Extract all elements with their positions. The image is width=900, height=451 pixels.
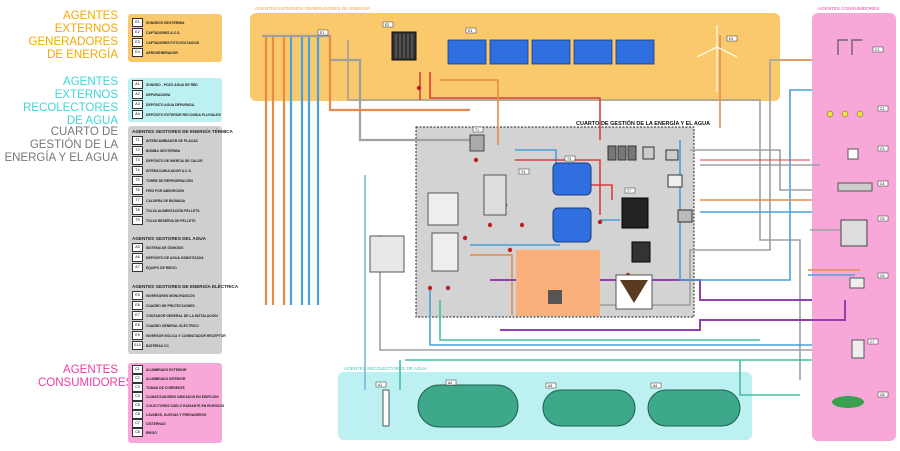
- solar-thermal-collector: [391, 31, 417, 61]
- tag-c1: C1: [875, 48, 879, 52]
- agua-title: AGENTES GESTORES DEL AGUA: [132, 236, 206, 241]
- tag-a1: A1: [378, 383, 382, 387]
- tag-a2: A2: [448, 381, 452, 385]
- sink-icon: [849, 277, 865, 289]
- tag-a4: A4: [653, 384, 657, 388]
- tag-c6: C6: [880, 274, 884, 278]
- climatizer-icon: [837, 182, 873, 192]
- tag-t1: T1: [475, 128, 479, 132]
- zone-label-consumidores: AGENTES CONSUMIDORES: [818, 6, 879, 11]
- biomass-boiler: [621, 197, 651, 263]
- plate-exchanger: [469, 134, 485, 152]
- heading-cuarto: CUARTO DE GESTIÓN DE LA ENERGÍA Y EL AGU…: [4, 126, 118, 164]
- tag-c2: C2: [880, 107, 884, 111]
- garden-icon: [832, 396, 864, 408]
- cooling-tower: [369, 235, 405, 273]
- tag-e1: E1: [320, 31, 324, 35]
- tag-t3: T3: [567, 157, 571, 161]
- toilet-icon: [851, 339, 865, 359]
- tag-e4: E4: [729, 37, 733, 41]
- tag-t4: T4: [521, 170, 525, 174]
- tag-a3: A3: [548, 384, 552, 388]
- heat-pump-unit: [427, 192, 459, 272]
- heading-consumidores: AGENTES CONSUMIDORES: [38, 364, 134, 389]
- photovoltaic-panels: [447, 39, 655, 65]
- irrigation-zone: [516, 250, 600, 316]
- zone-label-cuarto: CUARTO DE GESTIÓN DE LA ENERGÍA Y EL AGU…: [576, 119, 710, 127]
- zone-label-recolectores: AGENTES RECOLECTORES DE AGUA: [344, 366, 428, 371]
- heading-recolectores: AGENTES EXTERNOS RECOLECTORES DE AGUA: [22, 76, 118, 127]
- tag-c8: C8: [880, 393, 884, 397]
- street-lamp-icon: [837, 39, 862, 55]
- zone-label-generadores: AGENTES EXTERNOS GENERADORES DE ENERGÍA: [255, 5, 371, 11]
- wind-turbine-icon: [696, 25, 738, 92]
- well-a1: [382, 389, 390, 427]
- electrica-title: AGENTES GESTORES DE ENERGÍA ELÉCTRICA: [132, 284, 239, 289]
- tag-e3: E3: [468, 29, 472, 33]
- tag-c7: C7: [870, 340, 874, 344]
- socket-icon: [847, 148, 859, 160]
- inertia-tanks: [552, 162, 592, 243]
- absorption-unit: [483, 174, 507, 216]
- tag-e2: E2: [385, 23, 389, 27]
- tank-a4: [647, 389, 741, 427]
- tag-t7: T7: [627, 189, 631, 193]
- tag-c4: C4: [880, 182, 884, 186]
- geothermal-pipes: [262, 34, 470, 305]
- termica-title: AGENTES GESTORES DE ENERGÍA TÉRMICA: [132, 129, 233, 134]
- tag-boxes: E1 E2 E3 E4 C1 C2 C3 C4 C5 C6 C7 C8 A1 A…: [317, 21, 889, 398]
- electrical-cabinets: [607, 145, 693, 223]
- depuradora-a2: [417, 384, 519, 428]
- radiant-floor-icon: [840, 219, 868, 247]
- tag-c3: C3: [880, 147, 884, 151]
- tank-a3: [542, 389, 636, 427]
- heading-generadores: AGENTES EXTERNOS GENERADORES DE ENERGÍA: [28, 10, 118, 61]
- pellet-hopper: [615, 274, 653, 310]
- bulb-icon: [826, 110, 864, 118]
- tag-c5: C5: [880, 217, 884, 221]
